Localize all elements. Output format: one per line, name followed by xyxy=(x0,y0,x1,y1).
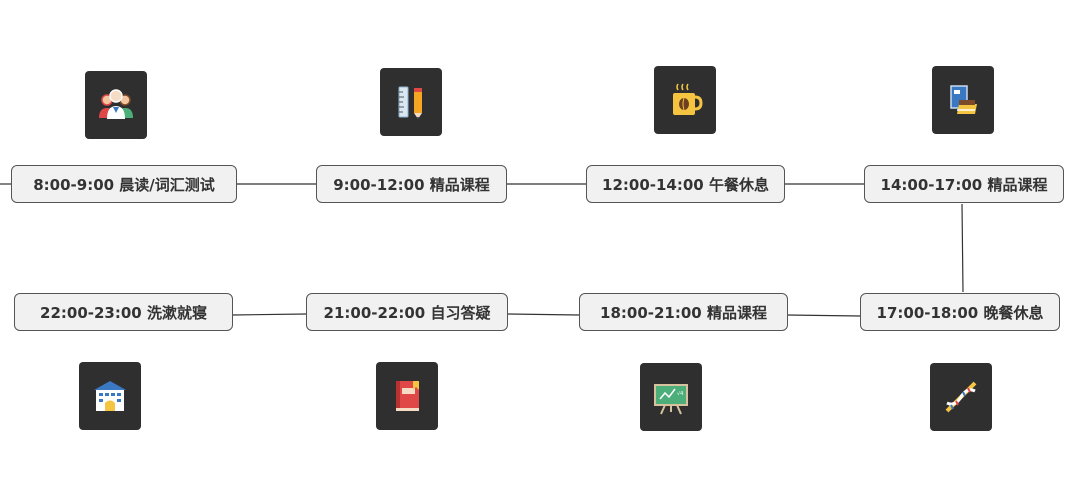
schedule-node-2200: 22:00-23:00 洗漱就寝 xyxy=(14,293,233,331)
connector-line xyxy=(961,203,964,293)
coffee-cup-icon xyxy=(654,66,716,134)
ruler-pencil-icon xyxy=(380,68,442,136)
schedule-node-1800: 18:00-21:00 精品课程 xyxy=(579,293,788,331)
connector-line xyxy=(506,313,580,316)
schedule-node-1200: 12:00-14:00 午餐休息 xyxy=(586,165,785,203)
svg-text:√4: √4 xyxy=(677,391,683,397)
schedule-node-0800: 8:00-9:00 晨读/词汇测试 xyxy=(11,165,237,203)
presentation-board-icon: √4 xyxy=(640,363,702,431)
people-group-icon xyxy=(85,71,147,139)
connector-line xyxy=(786,314,861,317)
books-icon xyxy=(932,66,994,134)
schedule-node-2100: 21:00-22:00 自习答疑 xyxy=(306,293,508,331)
notebook-icon xyxy=(376,362,438,430)
schedule-node-0900: 9:00-12:00 精品课程 xyxy=(316,165,507,203)
school-building-icon xyxy=(79,362,141,430)
dna-icon xyxy=(930,363,992,431)
schedule-node-1700: 17:00-18:00 晚餐休息 xyxy=(860,293,1060,331)
schedule-node-1400: 14:00-17:00 精品课程 xyxy=(864,165,1064,203)
connector-line xyxy=(232,313,307,316)
